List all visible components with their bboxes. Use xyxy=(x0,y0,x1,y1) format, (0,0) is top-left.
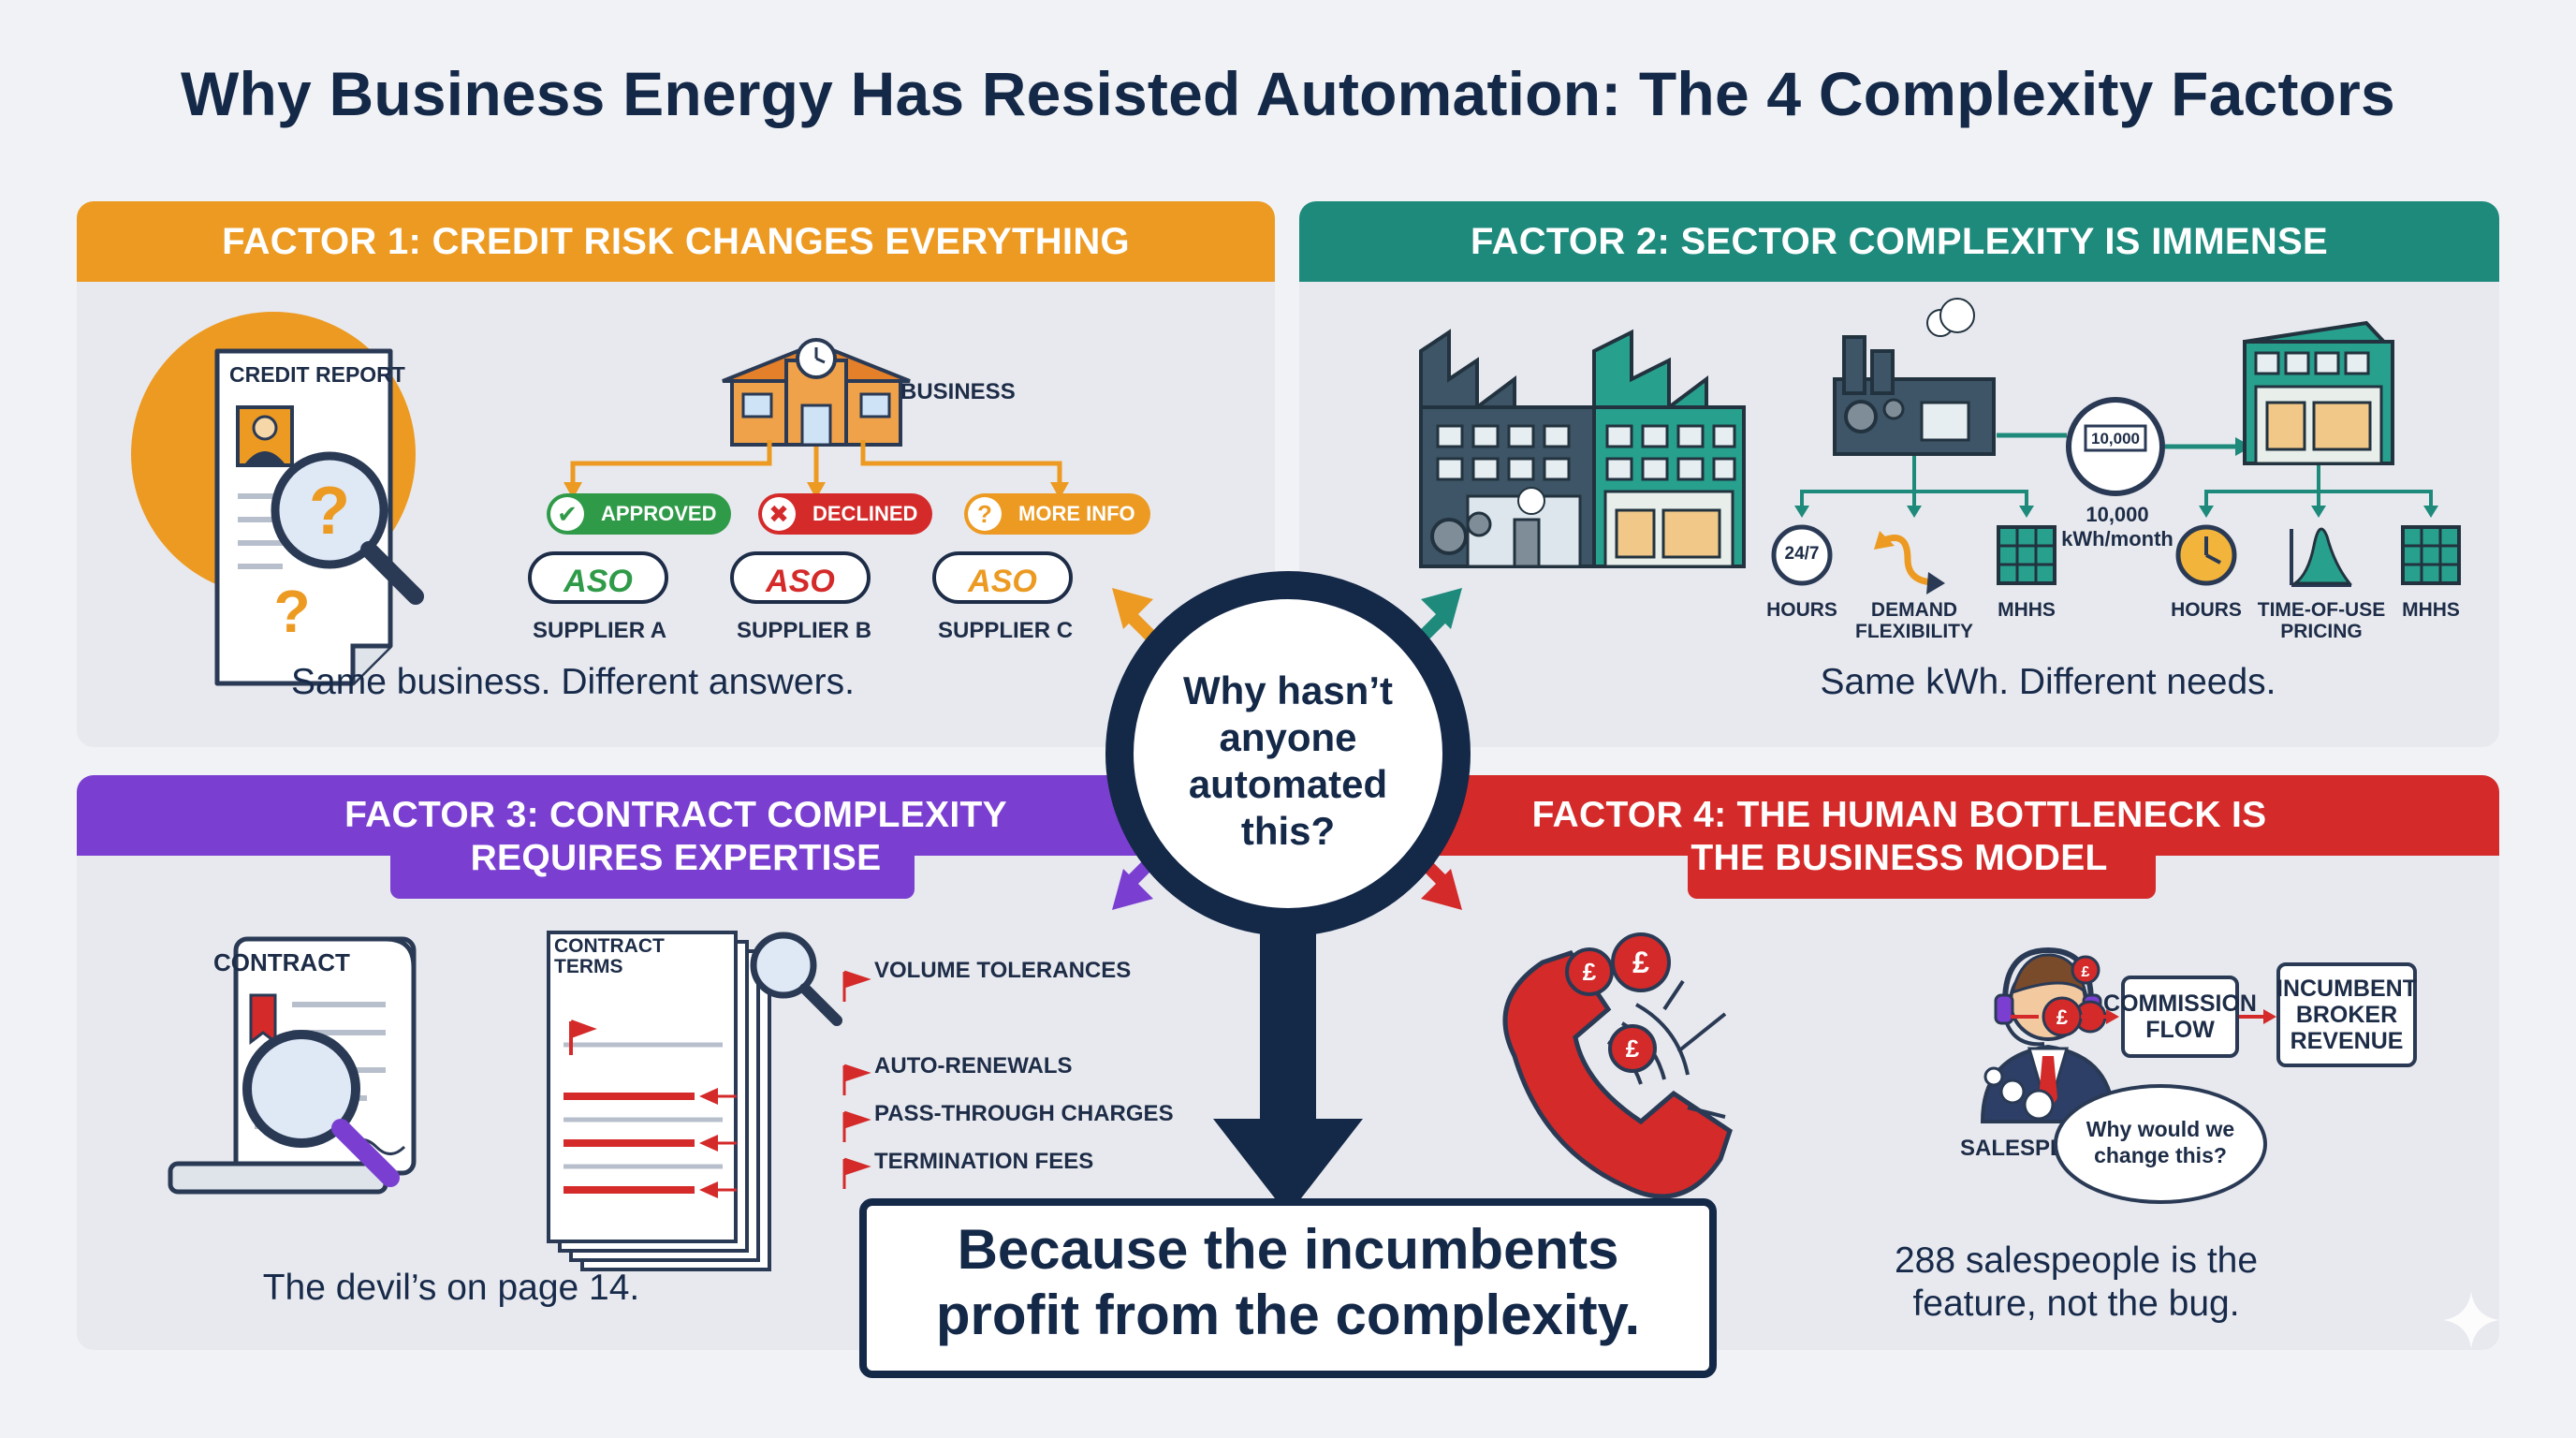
commission-flow-arrows: £ £ xyxy=(1983,955,2276,1204)
factor4-header-bg xyxy=(1299,775,2499,856)
factor3-header-bg xyxy=(77,775,1275,856)
right-need-hours: HOURS xyxy=(2171,599,2242,621)
incumbent-broker-revenue-box: INCUMBENT BROKER REVENUE xyxy=(2276,962,2417,1067)
sparkle-icon xyxy=(2443,1292,2499,1348)
thought-bubble-text: Why would we change this? xyxy=(2086,1117,2235,1167)
phone-icon: £ £ £ xyxy=(1502,932,1733,1199)
approved-badge: ✔ APPROVED xyxy=(547,493,732,535)
svg-text:?: ? xyxy=(273,578,310,645)
factor3-header-tab xyxy=(390,856,915,899)
left-need-hours: HOURS xyxy=(1766,599,1837,621)
bakery-factory-icon xyxy=(1592,329,1746,568)
factor3-caption: The devil’s on page 14. xyxy=(262,1268,640,1308)
credit-report-label: CREDIT REPORT xyxy=(229,362,405,387)
clock-label: 24/7 xyxy=(1784,544,1820,564)
meter-reading: 10,000 xyxy=(2091,430,2140,448)
center-answer-box xyxy=(859,1198,1717,1378)
factor1-panel: FACTOR 1: CREDIT RISK CHANGES EVERYTHING… xyxy=(77,201,1275,747)
factor3-header-line2: REQUIRES EXPERTISE xyxy=(470,838,882,878)
left-need-mhhs: MHHS xyxy=(1998,599,2056,621)
supplier-a-label: SUPPLIER A xyxy=(533,618,667,643)
supplier-a-logo: ASO xyxy=(528,551,668,604)
supplier-c-label: SUPPLIER C xyxy=(938,618,1074,643)
question-icon: ? xyxy=(968,497,1002,531)
business-label: BUSINESS xyxy=(900,379,1016,404)
contract-icon xyxy=(168,936,417,1195)
more-info-status: MORE INFO xyxy=(1018,502,1135,525)
declined-status: DECLINED xyxy=(812,502,918,525)
factor4-caption: 288 salespeople is the feature, not the … xyxy=(1894,1240,2259,1324)
meter-label: 10,000 kWh/month xyxy=(2061,503,2174,550)
factory-icon xyxy=(1419,329,1619,568)
supplier-c-logo: ASO xyxy=(932,551,1073,604)
right-need-mhhs: MHHS xyxy=(2402,599,2460,621)
factor2-panel: FACTOR 2: SECTOR COMPLEXITY IS IMMENSE xyxy=(1299,201,2499,747)
svg-text:£: £ xyxy=(1583,958,1597,986)
flag-pass-through-charges: PASS-THROUGH CHARGES xyxy=(874,1101,1174,1126)
right-need-time-of-use: TIME-OF-USE PRICING xyxy=(2257,599,2386,642)
contract-terms-icon xyxy=(547,931,871,1271)
svg-text:£: £ xyxy=(1632,946,1649,979)
x-icon: ✖ xyxy=(762,497,796,531)
flag-termination-fees: TERMINATION FEES xyxy=(874,1149,1094,1174)
factor1-header: FACTOR 1: CREDIT RISK CHANGES EVERYTHING xyxy=(77,201,1275,282)
svg-text:£: £ xyxy=(2082,964,2090,980)
supplier-b-label: SUPPLIER B xyxy=(737,618,872,643)
contract-terms-label: CONTRACT TERMS xyxy=(554,935,665,977)
factor1-caption: Same business. Different answers. xyxy=(291,662,855,702)
left-need-demand-flexibility: DEMAND FLEXIBILITY xyxy=(1855,599,1973,642)
factor4-header-tab xyxy=(1688,856,2156,899)
factor4-header-line2: THE BUSINESS MODEL xyxy=(1690,838,2108,878)
approved-status: APPROVED xyxy=(601,502,717,525)
svg-text:£: £ xyxy=(2056,1005,2069,1029)
declined-badge: ✖ DECLINED xyxy=(758,493,933,535)
flag-auto-renewals: AUTO-RENEWALS xyxy=(874,1053,1073,1078)
check-icon: ✔ xyxy=(550,497,584,531)
factor4-header-line1: FACTOR 4: THE HUMAN BOTTLENECK IS xyxy=(1531,795,2267,835)
svg-text:£: £ xyxy=(1626,1034,1640,1063)
factor2-header: FACTOR 2: SECTOR COMPLEXITY IS IMMENSE xyxy=(1299,201,2499,282)
more-info-badge: ? MORE INFO xyxy=(964,493,1150,535)
center-answer: Because the incumbents profit from the c… xyxy=(935,1218,1641,1346)
supplier-b-logo: ASO xyxy=(730,551,871,604)
contract-label: CONTRACT xyxy=(213,948,350,976)
credit-report-icon: ? ? xyxy=(131,312,424,686)
page-title: Why Business Energy Has Resisted Automat… xyxy=(181,59,2395,128)
energy-flow-diagram xyxy=(1771,298,2461,594)
svg-text:?: ? xyxy=(309,474,350,549)
commission-flow-box: COMMISSION FLOW xyxy=(2103,976,2257,1058)
factor2-caption: Same kWh. Different needs. xyxy=(1820,662,2276,702)
factor3-header-line1: FACTOR 3: CONTRACT COMPLEXITY xyxy=(344,795,1007,835)
business-branch-arrows xyxy=(564,440,1069,499)
business-building-icon xyxy=(722,338,911,447)
flag-volume-tolerances: VOLUME TOLERANCES xyxy=(874,958,1132,983)
center-question: Why hasn’t anyone automated this? xyxy=(1182,668,1393,853)
